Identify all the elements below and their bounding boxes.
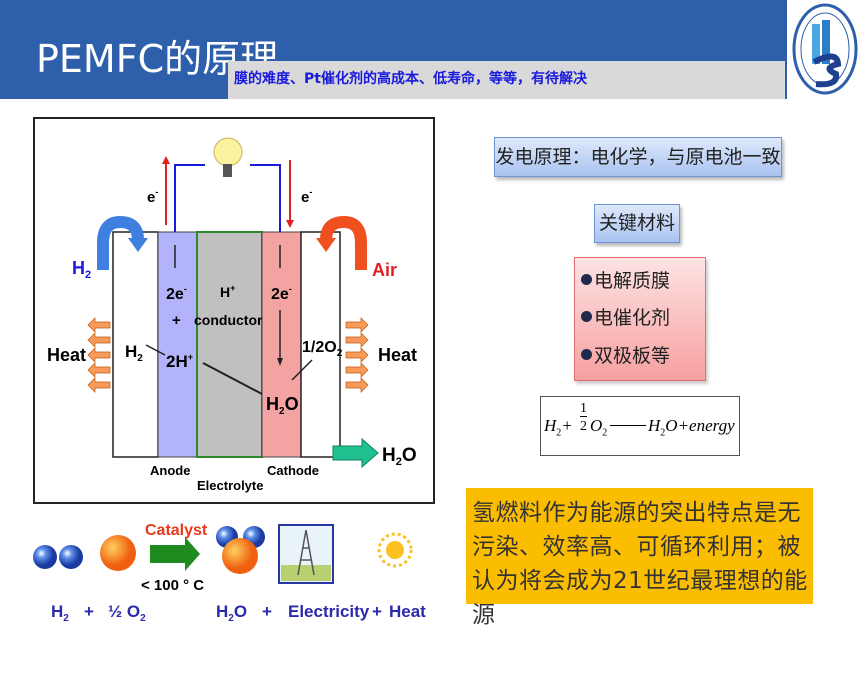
- diagram-label: 2e-: [166, 284, 187, 303]
- diagram-label: +: [172, 312, 181, 329]
- catalyst-arrow-icon: [150, 537, 200, 571]
- sun-icon: [377, 532, 413, 568]
- school-logo: [792, 3, 858, 95]
- electrolyte-layer: [196, 231, 263, 458]
- water-molecule-icon: [216, 526, 265, 574]
- diagram-label: Heat: [47, 345, 86, 365]
- diagram-label: H2: [51, 602, 69, 624]
- list-item: 电催化剂: [581, 303, 670, 330]
- diagram-label: +: [84, 602, 94, 621]
- hydrogen-note: 氢燃料作为能源的突出特点是无污染、效率高、可循环利用；被认为将会成为21世纪最理…: [466, 488, 813, 628]
- diagram-label: H2: [72, 258, 91, 281]
- h2-inlet-arrow-icon: [97, 215, 144, 270]
- arrow-up-icon: [162, 156, 170, 164]
- material-label: 电解质膜: [594, 270, 671, 292]
- slide-subtitle: 膜的难度、Pt催化剂的高成本、低寿命，等等，有待解决: [228, 61, 785, 99]
- diagram-label: 1/2O2: [302, 339, 343, 359]
- heat-arrows-left-icon: [87, 317, 111, 393]
- cathode-layer: [261, 231, 302, 458]
- diagram-label: 2e-: [271, 284, 292, 303]
- bullet-icon: [581, 274, 592, 285]
- diagram-label: Heat: [378, 345, 417, 365]
- diagram-label: Electrolyte: [197, 478, 263, 493]
- reaction-equation: H2+ 1 2 O2 H2O+energy: [540, 396, 740, 456]
- air-inlet-arrow-icon: [320, 215, 367, 270]
- arrow-down-icon: [286, 220, 294, 228]
- diagram-label: 2H+: [166, 352, 193, 371]
- heat-arrows-right-icon: [345, 317, 369, 393]
- bullet-icon: [581, 349, 592, 360]
- diagram-label: < 100 ° C: [141, 577, 204, 594]
- list-item: 双极板等: [581, 341, 670, 368]
- electricity-tower-icon: [278, 524, 334, 584]
- diagram-label: H2O: [216, 602, 247, 624]
- diagram-label: ½ O2: [108, 602, 146, 624]
- material-label: 双极板等: [594, 345, 671, 367]
- light-bulb-icon: [213, 137, 243, 177]
- principle-box: 发电原理：电化学，与原电池一致: [494, 137, 782, 177]
- wire-left: [174, 164, 205, 232]
- diagram-label: e-: [147, 187, 158, 206]
- diagram-label: H2: [125, 342, 143, 364]
- wire-right: [250, 164, 281, 232]
- diagram-label: Heat: [389, 602, 426, 621]
- anode-layer: [157, 231, 198, 458]
- diagram-label: e-: [301, 187, 312, 206]
- water-outlet-arrow-icon: [332, 437, 379, 469]
- diagram-label: +: [372, 602, 382, 621]
- list-item: 电解质膜: [581, 266, 670, 293]
- arrow-icon: [610, 425, 646, 426]
- diagram-label: Anode: [150, 463, 190, 478]
- diagram-label: Cathode: [267, 463, 319, 478]
- diagram-label: conductor: [194, 312, 263, 328]
- material-label: 电催化剂: [594, 307, 671, 329]
- materials-list: 电解质膜 电催化剂 双极板等: [574, 257, 706, 381]
- h2-molecule-icon: [33, 545, 83, 569]
- bullet-icon: [581, 311, 592, 322]
- diagram-label: H2O: [382, 445, 417, 468]
- diagram-label: +: [262, 602, 272, 621]
- diagram-label: H2O: [266, 394, 299, 417]
- diagram-label: Electricity: [288, 602, 370, 621]
- oxygen-atom-icon: [100, 535, 136, 571]
- diagram-label: Air: [372, 260, 397, 280]
- diagram-label: Catalyst: [145, 522, 208, 539]
- diagram-label: H+: [220, 283, 235, 300]
- key-materials-box: 关键材料: [594, 204, 680, 243]
